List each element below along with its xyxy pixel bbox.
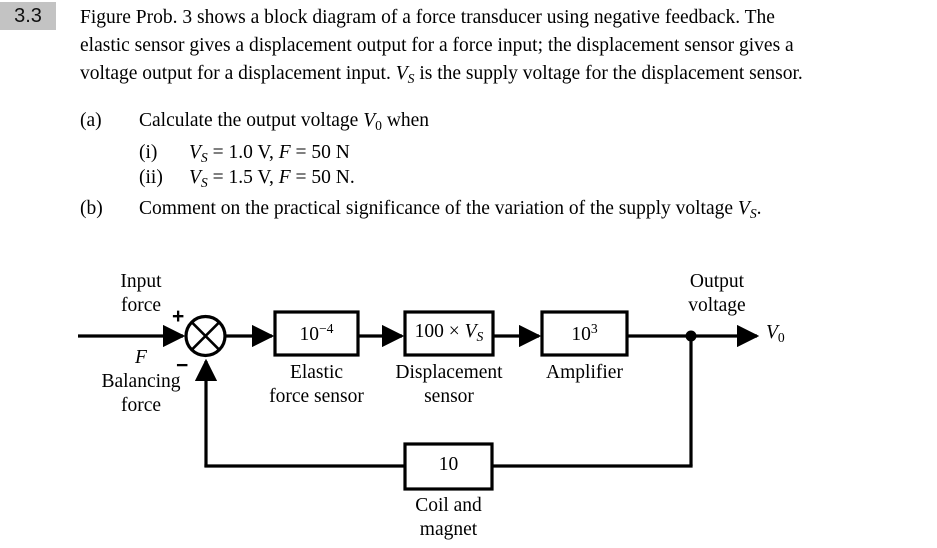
summing-junction-cross-2 [190,321,221,351]
i-f-var: F [278,142,291,163]
block-elastic-value: 10−4 [275,321,358,346]
block-amplifier-caption: Amplifier [519,361,650,385]
output-voltage-var: V [363,110,376,131]
block-coil-caption: Coil and magnet [383,494,514,542]
statement-line-1: Figure Prob. 3 shows a block diagram of … [80,4,932,32]
output-voltage-subscript: 0 [375,117,382,133]
block-elastic-caption: Elastic force sensor [246,361,387,409]
ii-vs-subscript: S [200,174,208,190]
part-b-marker: (b) [80,198,103,219]
block-diagram: Input force F Balancing force + − 10−4 E… [0,262,937,548]
problem-number-badge: 3.3 [0,2,56,30]
part-a-ii-marker: (ii) [139,167,163,188]
input-force-label-line1: Input [120,271,162,292]
block-amplifier-value: 103 [542,321,627,346]
ii-f-var: F [278,167,291,188]
block-displacement-value-text: 100 × [414,321,465,342]
statement-line-1-text: Figure Prob. 3 shows a block diagram of … [80,7,775,28]
i-vs-value: = 1.0 V, [207,142,279,163]
block-elastic-value-exponent: −4 [318,321,334,336]
block-coil-value-base: 10 [438,454,459,475]
block-displacement-value-subscript: S [476,328,484,344]
i-vs-subscript: S [200,149,208,165]
part-a-text-post: when [381,110,430,131]
ii-vs-var: V [189,167,201,188]
supply-voltage-subscript: S [407,70,415,86]
part-a-marker: (a) [80,110,102,131]
statement-line-2: elastic sensor gives a displacement outp… [80,32,932,60]
block-displacement-value-var: V [464,321,477,342]
balancing-force-label-line1: Balancing [101,371,181,392]
part-a-text: Calculate the output voltage V0 when [139,108,429,139]
block-coil-caption-line2: magnet [419,519,478,540]
block-diagram-svg [78,310,760,491]
statement-line-3-text-a: voltage output for a displacement input. [80,63,396,84]
output-voltage-symbol: V0 [766,322,812,346]
block-amplifier-caption-line1: Amplifier [546,362,623,383]
part-a-text-pre: Calculate the output voltage [139,110,364,131]
statement-line-3-text-b: is the supply voltage for the displaceme… [414,63,803,84]
output-node-dot [685,330,697,342]
ii-vs-value: = 1.5 V, [207,167,279,188]
minus-sign: − [176,354,189,377]
block-elastic-caption-line2: force sensor [269,386,364,407]
b-period: . [756,198,762,219]
input-force-symbol: F [135,347,147,368]
output-voltage-label: Output voltage [662,270,772,318]
b-vs-subscript: S [749,205,757,221]
statement-line-2-text: elastic sensor gives a displacement outp… [80,35,794,56]
output-voltage-label-line2: voltage [688,295,746,316]
part-b-text: Comment on the practical significance of… [139,196,762,227]
block-displacement-value: 100 × VS [405,321,493,345]
block-amplifier [540,310,629,357]
block-displacement-sensor [403,310,495,357]
i-f-value: = 50 N [290,142,350,163]
block-elastic-force-sensor [273,310,360,357]
output-voltage-symbol-var: V [766,322,778,343]
problem-statement: Figure Prob. 3 shows a block diagram of … [80,4,932,93]
part-a-i-text: VS = 1.0 V, F = 50 N [189,140,350,171]
statement-line-3: voltage output for a displacement input.… [80,60,932,93]
part-a-i-marker: (i) [139,142,158,163]
block-amplifier-value-base: 10 [571,323,591,345]
block-elastic-caption-line1: Elastic [289,362,344,383]
output-voltage-symbol-subscript: 0 [777,329,785,345]
ii-f-value: = 50 N. [290,167,355,188]
plus-sign: + [172,305,185,328]
output-voltage-label-line1: Output [689,271,745,292]
block-displacement-caption-line1: Displacement [395,362,503,383]
b-vs-var: V [737,198,750,219]
block-displacement-caption-line2: sensor [424,386,474,407]
input-force-label-line2: force [120,295,162,316]
part-b-text-pre: Comment on the practical significance of… [139,198,738,219]
block-displacement-caption: Displacement sensor [378,361,520,409]
supply-voltage-var: V [395,63,408,84]
block-coil-caption-line1: Coil and [415,495,482,516]
block-coil-and-magnet [403,442,494,491]
balancing-force-label: Balancing force [88,370,194,418]
part-a-ii-text: VS = 1.5 V, F = 50 N. [189,165,355,196]
balancing-force-label-line2: force [120,395,162,416]
block-coil-value: 10 [405,454,492,476]
i-vs-var: V [189,142,201,163]
input-force-label: Input force [106,270,176,318]
block-amplifier-value-exponent: 3 [590,321,598,336]
block-elastic-value-base: 10 [299,323,319,345]
